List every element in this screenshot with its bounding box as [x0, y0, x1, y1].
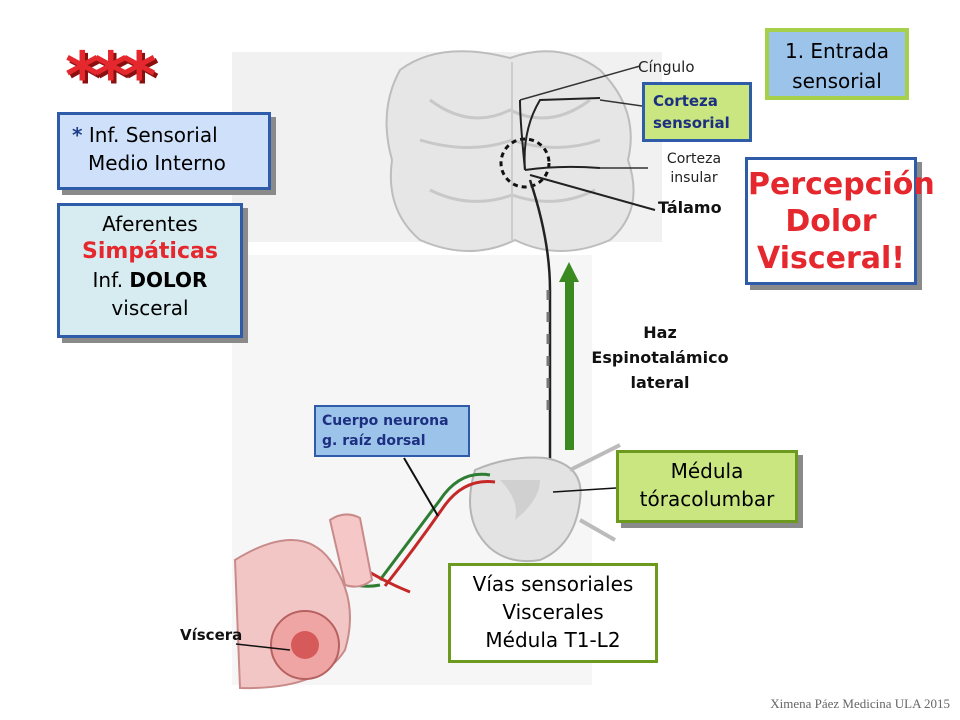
brain-pathways [519, 97, 656, 211]
entrada-line-2: sensorial [792, 69, 882, 93]
haz-label: Haz Espinotalámico lateral [591, 323, 729, 392]
viscera-label: Víscera [180, 626, 243, 644]
leader-lines [519, 65, 648, 169]
vias-sensoriales-box: Vías sensoriales Viscerales Médula T1-L2 [448, 563, 658, 663]
corteza-insular-label: Corteza insular [666, 151, 722, 186]
brain-section [385, 50, 635, 252]
entrada-line-1: 1. Entrada [784, 39, 890, 63]
inf-line-1: Inf. Sensorial [88, 123, 218, 147]
footer-credit: Ximena Páez Medicina ULA 2015 [770, 696, 950, 711]
spinal-cord [469, 443, 621, 563]
cuerpo-neurona-box: Cuerpo neurona g. raíz dorsal [314, 405, 470, 457]
corteza-sensorial-box: Corteza sensorial [642, 82, 752, 142]
percepcion-line-2: Dolor [785, 204, 877, 239]
vias-line-1: Vías sensoriales [472, 572, 634, 596]
medula-line-1: Médula [670, 459, 744, 483]
inf-sensorial-box: * Inf. Sensorial Medio Interno [57, 112, 271, 190]
vias-line-2: Viscerales [502, 600, 604, 624]
inf-line-2: Medio Interno [88, 151, 226, 175]
spinothalamic-tract [528, 179, 552, 490]
entrada-sensorial-box: 1. Entrada sensorial [765, 28, 909, 100]
vias-line-3: Médula T1-L2 [485, 628, 621, 652]
viscera [233, 513, 374, 690]
percepcion-line-1: Percepción [748, 167, 935, 202]
cuerpo-leader [403, 457, 439, 517]
cingulo-label: Cíngulo [638, 58, 695, 76]
percepcion-box: Percepción Dolor Visceral! [745, 157, 935, 285]
medula-box: Médula tóracolumbar [616, 450, 798, 523]
upward-arrow [559, 262, 579, 450]
thalamus-circle [499, 137, 551, 189]
aferentes-line-2: Simpáticas [82, 239, 218, 264]
asterisk-marker: *** [65, 38, 157, 115]
medula-line-2: tóracolumbar [639, 487, 775, 511]
talamo-label: Tálamo [658, 198, 722, 217]
aferentes-box: Aferentes Simpáticas Inf. DOLOR visceral [57, 203, 243, 338]
asterisk-bullet: * [72, 123, 83, 147]
aferentes-line-4: visceral [111, 296, 189, 320]
medula-leader [552, 487, 617, 493]
percepcion-line-3: Visceral! [757, 241, 905, 276]
viscera-leader [235, 643, 291, 651]
aferentes-line-1: Aferentes [102, 212, 198, 236]
aferentes-line-3: Inf. DOLOR [92, 268, 208, 292]
